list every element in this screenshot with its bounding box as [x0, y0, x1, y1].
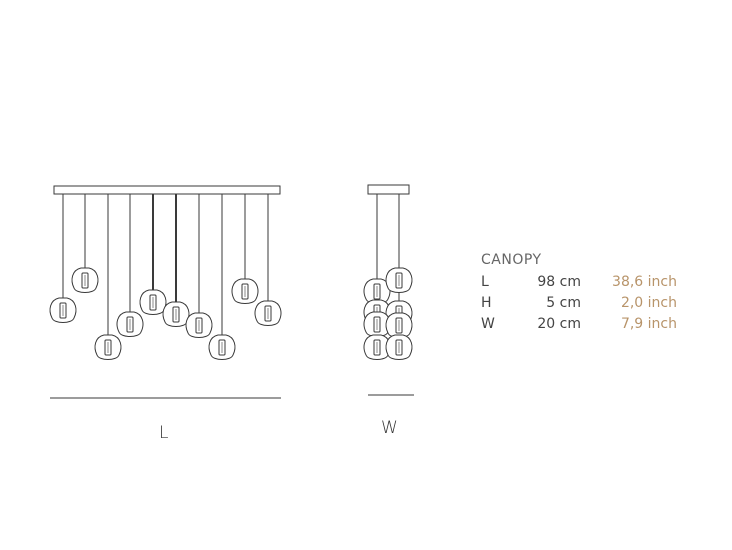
front-shades: [49, 267, 282, 360]
spec-cm: 20 cm: [537, 315, 581, 332]
spec-inch: 2,0 inch: [620, 294, 677, 311]
side-shades: [363, 267, 413, 360]
pendant-shade: [49, 297, 77, 323]
spec-cm: 5 cm: [546, 294, 581, 311]
pendant-shade: [185, 312, 213, 338]
front-canopy: [53, 185, 281, 195]
front-pendants: [62, 194, 269, 335]
pendant-shade: [162, 301, 190, 327]
spec-key: L: [481, 273, 489, 290]
canopy-spec-table: CANOPY L 98 cm 38,6 inch H 5 cm 2,0 inch…: [481, 252, 677, 334]
pendant-shade: [94, 334, 122, 360]
side-canopy: [367, 184, 410, 195]
length-label: L: [159, 423, 169, 443]
pendant-shade: [139, 289, 167, 315]
pendant-shade: [385, 334, 413, 360]
spec-inch: 38,6 inch: [612, 273, 677, 290]
pendant-shade: [208, 334, 236, 360]
side-view: [363, 184, 413, 360]
spec-key: H: [481, 294, 492, 311]
front-view: [49, 185, 282, 360]
pendant-shade: [71, 267, 99, 293]
spec-cm: 98 cm: [537, 273, 581, 290]
spec-inch: 7,9 inch: [620, 315, 677, 332]
spec-row: H 5 cm 2,0 inch: [481, 292, 677, 313]
pendant-shade: [116, 311, 144, 337]
spec-row: L 98 cm 38,6 inch: [481, 271, 677, 292]
pendant-shade: [254, 300, 282, 326]
canopy-title: CANOPY: [481, 252, 542, 268]
width-label: W: [381, 418, 398, 438]
pendant-shade: [231, 278, 259, 304]
pendant-shade: [385, 267, 413, 293]
pendant-shade: [385, 312, 413, 338]
spec-row: W 20 cm 7,9 inch: [481, 313, 677, 334]
spec-key: W: [481, 315, 495, 332]
